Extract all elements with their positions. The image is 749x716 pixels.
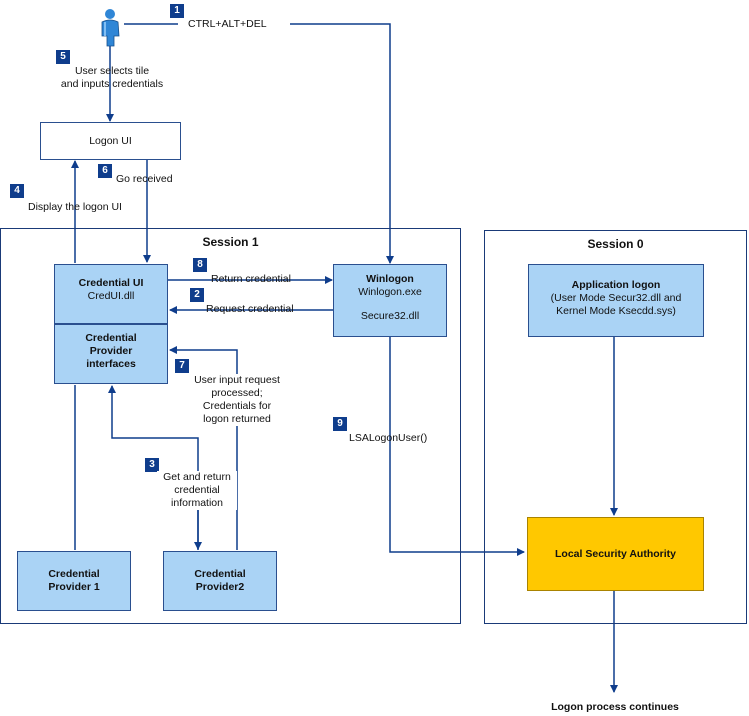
- step-badge-7: 7: [175, 359, 189, 373]
- step-badge-3: 3: [145, 458, 159, 472]
- winlogon-title: Winlogon: [366, 273, 414, 285]
- logon-ui-box: Logon UI: [40, 122, 181, 160]
- application-logon-title: Application logon: [571, 279, 661, 291]
- step-label-user-selects: User selects tile and inputs credentials: [60, 65, 164, 90]
- step-label-go-received: Go received: [116, 173, 173, 185]
- credential-ui-sub: CredUI.dll: [87, 290, 135, 302]
- arrow-credentials-returned: [169, 346, 238, 550]
- winlogon-secure32: Secure32.dll: [360, 310, 420, 322]
- lsa-box: Local Security Authority: [527, 517, 704, 591]
- step-label-request-credential: Request credential: [206, 303, 294, 315]
- step-label-display-logon-ui: Display the logon UI: [28, 201, 122, 213]
- person-icon: [101, 9, 120, 47]
- step-badge-1: 1: [170, 4, 184, 18]
- step-badge-2: 2: [190, 288, 204, 302]
- application-logon-box: Application logon (User Mode Secur32.dll…: [528, 264, 704, 337]
- provider-interfaces-box: Credential Provider interfaces: [54, 324, 168, 384]
- credential-ui-box: Credential UI CredUI.dll: [54, 264, 168, 324]
- step-badge-9: 9: [333, 417, 347, 431]
- step-label-return-credential: Return credential: [211, 273, 291, 285]
- step-label-lsalogonuser: LSALogonUser(): [349, 432, 428, 444]
- application-logon-sub: (User Mode Secur32.dll and Kernel Mode K…: [550, 292, 682, 317]
- step-label-ctrl-alt-del: CTRL+ALT+DEL: [188, 18, 267, 30]
- step-badge-4: 4: [10, 184, 24, 198]
- credential-provider-1-box: Credential Provider 1: [17, 551, 131, 611]
- step-label-credentials-returned: User input request processed; Credential…: [187, 374, 287, 426]
- arrow-lsalogonuser: [389, 337, 525, 556]
- session-1-frame: Session 1: [0, 228, 461, 624]
- step-badge-8: 8: [193, 258, 207, 272]
- credential-provider-2-box: Credential Provider2: [163, 551, 277, 611]
- winlogon-sub: Winlogon.exe: [358, 286, 422, 298]
- step-label-get-credential: Get and return credential information: [157, 471, 237, 510]
- winlogon-box: Winlogon Winlogon.exe Secure32.dll: [333, 264, 447, 337]
- step-badge-5: 5: [56, 50, 70, 64]
- session-0-frame: Session 0: [484, 230, 747, 624]
- session-0-title: Session 0: [587, 237, 644, 251]
- credential-ui-title: Credential UI: [78, 277, 144, 289]
- step-badge-6: 6: [98, 164, 112, 178]
- logon-process-continues-label: Logon process continues: [551, 701, 679, 713]
- session-1-title: Session 1: [202, 235, 259, 249]
- arrow-to-winlogon: [290, 23, 394, 264]
